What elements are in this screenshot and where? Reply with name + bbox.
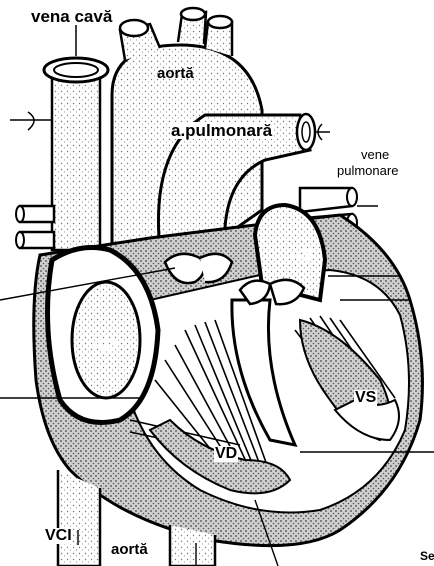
right-pulmonary-veins — [16, 206, 54, 248]
label-vena-cava: vena cavă — [30, 8, 113, 25]
label-left-ventricle: VS — [354, 390, 377, 406]
label-pulmonary-veins-line2: pulmonare — [337, 164, 398, 177]
label-aorta-bottom: aortă — [110, 542, 149, 557]
label-pulmonary-veins-line1: vene — [361, 148, 389, 161]
label-right-atrium: AD — [92, 336, 118, 354]
label-aorta-top: aortă — [157, 66, 194, 81]
label-pulmonary-artery: a.pulmonară — [170, 122, 273, 139]
label-left-atrium: AS — [290, 246, 314, 263]
label-right-ventricle: VD — [214, 446, 238, 462]
label-cut-off-text: Se — [420, 550, 434, 562]
label-inferior-vena-cava: VCI — [44, 528, 73, 544]
